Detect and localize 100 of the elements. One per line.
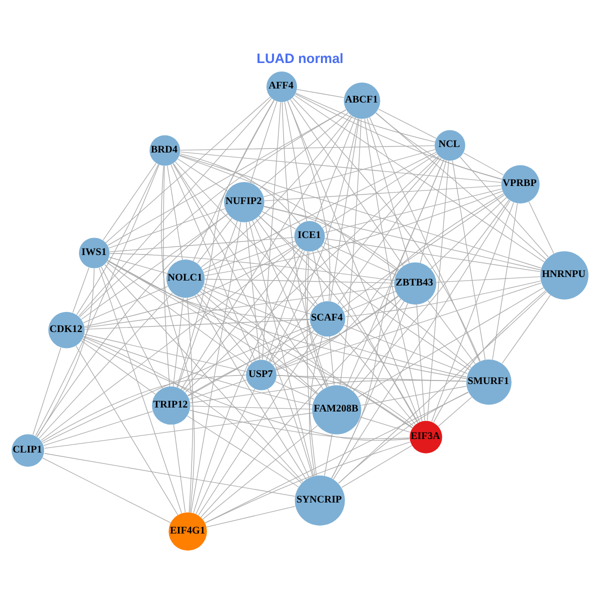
connector [338,292,547,484]
connector [83,336,302,484]
connector [341,445,412,488]
node-circle: SCAF4 [310,301,346,337]
connector [360,386,467,406]
connector [109,253,395,281]
connector [190,410,410,439]
connector [81,340,156,395]
connector [295,94,502,180]
connector [98,267,182,514]
connector [197,293,252,364]
connector [200,290,318,394]
connector [287,100,330,302]
connector [266,250,305,361]
connector [274,296,398,369]
node-circle: HNRNPU [540,251,588,300]
connector [275,193,504,370]
connector [84,286,395,328]
connector [76,346,178,516]
connector [201,288,413,428]
connector [82,338,410,441]
node-circle: NUFIP2 [224,182,264,222]
connector [43,410,153,446]
node-circle: ABCF1 [344,82,380,119]
connector [72,267,90,313]
connector [345,280,542,318]
connector [256,218,318,305]
connector [338,332,416,425]
connector [192,100,275,262]
connector [38,292,173,439]
connector [248,221,314,477]
connector [433,290,546,423]
connector [41,374,246,442]
connector [436,276,541,283]
connector [272,330,314,366]
connector [426,160,450,422]
connector [204,190,503,276]
connector [376,112,546,260]
node-circle: SYNCRIP [294,476,345,526]
node-circle: NOLC1 [166,260,205,298]
connector [167,166,183,260]
connector [204,442,410,524]
connector [305,251,328,388]
connector [324,238,541,272]
connector [263,149,436,198]
connector [502,294,551,364]
connector [204,284,311,314]
connector [177,220,238,388]
connector [163,166,170,387]
connector [321,246,472,368]
connector [44,412,313,449]
connector [186,297,194,513]
connector [180,152,502,183]
connector [324,242,396,276]
node-circle: IWS1 [78,238,110,268]
connector [190,222,242,513]
connector [170,164,256,361]
connector [36,214,228,437]
connector [204,240,296,273]
connector [431,202,514,422]
connector [420,160,447,264]
connector [100,266,163,389]
connector [102,163,156,240]
node-circle: FAM208B [312,385,362,434]
connector [246,222,260,360]
connector [276,282,542,371]
connector [262,211,296,230]
connector [369,117,480,362]
node-circle: CLIP1 [12,434,44,467]
connector [428,300,476,364]
connector [202,286,467,378]
connector [204,278,394,284]
connector [196,388,256,514]
connector [176,100,274,388]
connector [194,295,307,480]
connector [342,194,504,309]
connector [186,416,299,488]
connector [267,388,310,478]
connector [416,304,426,421]
connector [161,166,195,513]
connector [344,325,468,374]
connector [275,381,314,400]
connector [193,250,303,514]
connector [83,336,313,406]
connector [187,296,399,396]
connector [287,100,420,422]
connector [184,156,439,393]
connector [378,108,436,139]
connector [330,118,360,302]
connector [108,256,168,274]
connector [200,114,352,268]
connector [276,374,414,426]
connector [452,160,486,360]
connector [264,206,400,270]
connector [312,250,324,302]
connector [105,96,271,244]
connector [324,434,333,476]
connector [172,163,314,477]
connector [460,156,549,258]
connector [84,244,297,327]
